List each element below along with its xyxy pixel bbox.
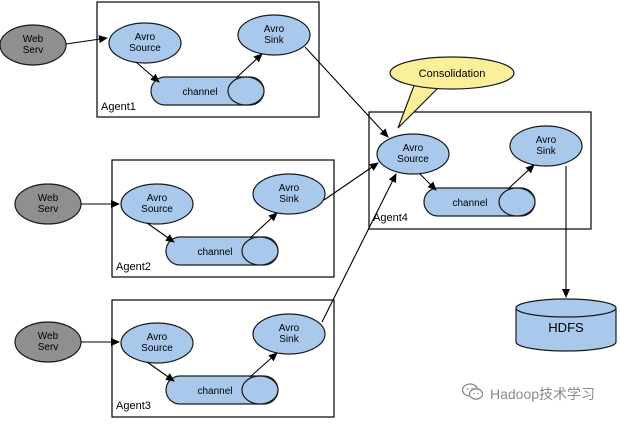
agent1-box xyxy=(96,1,320,118)
watermark: Hadoop技术学习 xyxy=(461,383,596,404)
agent1-sink-line1: Avro xyxy=(264,24,285,35)
arrow-agent3-channel-to-sink xyxy=(249,352,278,378)
agent3-box xyxy=(111,299,335,418)
arrow-agent3-sink-to-agent4-source xyxy=(321,173,397,323)
agent3-avro-sink: Avro Sink xyxy=(252,313,326,355)
web-serv-3-line2: Serv xyxy=(38,342,59,353)
web-serv-1: Web Serv xyxy=(0,24,67,66)
agent4-avro-sink: Avro Sink xyxy=(509,125,583,167)
web-serv-2: Web Serv xyxy=(14,183,82,225)
agent3-channel: channel xyxy=(165,375,279,405)
consolidation-label: Consolidation xyxy=(419,68,486,80)
arrow-agent4-channel-to-sink xyxy=(507,164,535,190)
agent3-source-line2: Source xyxy=(141,343,173,354)
agent2-sink-line2: Sink xyxy=(279,194,299,205)
arrow-agent1-source-to-channel xyxy=(135,61,160,83)
web-serv-3-line1: Web xyxy=(38,331,59,342)
agent4-sink-line1: Avro xyxy=(536,135,557,146)
arrow-agent3-source-to-channel xyxy=(146,361,175,382)
web-serv-2-line2: Serv xyxy=(38,204,59,215)
agent1-avro-source: Avro Source xyxy=(108,22,182,64)
agent1-avro-sink: Avro Sink xyxy=(237,14,311,56)
agent2-label: Agent2 xyxy=(116,261,151,273)
agent1-sink-line2: Sink xyxy=(264,35,284,46)
agent1-source-line2: Source xyxy=(129,43,161,54)
arrow-agent2-source-to-channel xyxy=(146,222,175,243)
consolidation-callout: Consolidation xyxy=(389,56,515,129)
web-serv-2-line1: Web xyxy=(38,193,59,204)
arrow-agent4-source-to-channel xyxy=(419,173,437,191)
hdfs-label: HDFS xyxy=(548,320,584,335)
web-serv-1-line2: Serv xyxy=(23,45,44,56)
agent2-source-line2: Source xyxy=(141,204,173,215)
agent4-avro-source: Avro Source xyxy=(376,133,450,175)
agent4-channel-label: channel xyxy=(452,198,487,209)
agent1-channel: channel xyxy=(150,76,265,106)
agent4-box xyxy=(368,111,592,230)
agent2-box xyxy=(111,159,335,278)
agent3-sink-line2: Sink xyxy=(279,334,299,345)
arrow-agent1-sink-to-agent4-source xyxy=(304,46,389,138)
agent2-source-line1: Avro xyxy=(147,193,168,204)
agent3-channel-label: channel xyxy=(197,386,232,397)
agent2-avro-source: Avro Source xyxy=(120,183,194,225)
arrow-agent2-sink-to-agent4-source xyxy=(323,162,379,201)
agent2-channel-label: channel xyxy=(197,247,232,258)
agent1-channel-label: channel xyxy=(182,87,217,98)
arrow-agent1-channel-to-sink xyxy=(235,53,263,79)
watermark-text: Hadoop技术学习 xyxy=(490,385,596,402)
wechat-icon xyxy=(461,383,484,404)
agent1-label: Agent1 xyxy=(101,101,136,113)
agent2-avro-sink: Avro Sink xyxy=(252,173,326,215)
web-serv-1-line1: Web xyxy=(23,34,44,45)
agent4-sink-line2: Sink xyxy=(536,146,556,157)
agent3-avro-source: Avro Source xyxy=(120,322,194,364)
agent4-label: Agent4 xyxy=(373,212,408,224)
agent3-label: Agent3 xyxy=(116,400,151,412)
agent1-source-line1: Avro xyxy=(135,32,156,43)
agent3-source-line1: Avro xyxy=(147,332,168,343)
agent2-channel: channel xyxy=(165,236,279,266)
agent4-channel: channel xyxy=(423,187,536,217)
web-serv-3: Web Serv xyxy=(14,321,82,363)
arrow-agent2-channel-to-sink xyxy=(249,212,278,239)
arrow-web1-to-agent1-source xyxy=(65,35,108,45)
agent3-sink-line1: Avro xyxy=(279,323,300,334)
agent4-source-line1: Avro xyxy=(403,143,424,154)
agent4-source-line2: Source xyxy=(397,154,429,165)
hdfs-storage: HDFS xyxy=(515,298,617,352)
flow-arrows xyxy=(65,35,570,382)
agent2-sink-line1: Avro xyxy=(279,183,300,194)
